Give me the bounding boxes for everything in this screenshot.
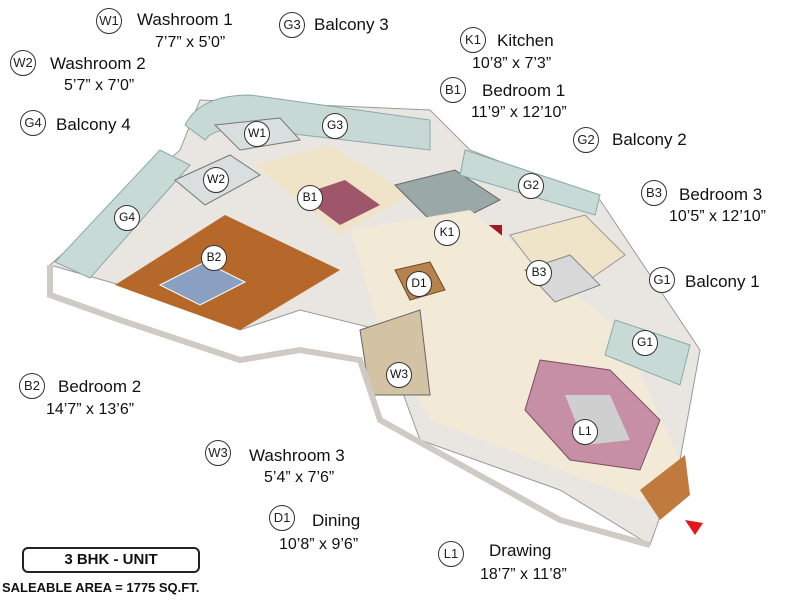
legend-name-g1: Balcony 1 [685,272,760,291]
legend-badge-k1: K1 [460,27,486,53]
kitchen-shape [394,169,501,231]
legend-name-g4: Balcony 4 [56,115,131,134]
legend-size-b1: 11’9” x 12’10” [471,104,567,121]
legend-name-d1: Dining [312,511,361,530]
legend-name-w3: Washroom 3 [249,446,345,465]
legend-badge-g1: G1 [649,267,675,293]
legend-badge-w1: W1 [96,8,122,34]
plan-marker-b1: B1 [297,185,323,211]
legend-name-b2: Bedroom 2 [58,377,142,396]
bedroom-2-bed [158,261,247,306]
plan-marker-w3: W3 [386,362,412,388]
legend-badge-b2: B2 [19,373,45,399]
legend-name-w2: Washroom 2 [50,54,146,73]
legend-size-b3: 10’5” x 12’10” [669,208,766,225]
legend-name-g3: Balcony 3 [314,15,389,34]
plan-marker-g2: G2 [518,173,544,199]
legend-name-b3: Bedroom 3 [679,185,763,204]
plan-marker-d1: D1 [406,271,432,297]
plan-marker-b2: B2 [201,245,227,271]
legend-badge-g3: G3 [279,12,305,38]
legend-name-b1: Bedroom 1 [482,81,566,100]
legend-size-w3: 5’4” x 7’6” [264,469,335,486]
legend-badge-g2: G2 [573,127,599,153]
plan-base-edge [47,265,651,548]
saleable-area-text: SALEABLE AREA = 1775 SQ.FT. [2,580,200,595]
plan-marker-g1: G1 [632,330,658,356]
legend-name-w1: Washroom 1 [137,10,233,29]
legend-name-k1: Kitchen [497,31,554,50]
entry-arrow-icon [685,520,703,535]
plan-marker-l1: L1 [572,419,598,445]
balcony-3-shape [184,94,431,151]
legend-size-w2: 5’7” x 7’0” [64,77,135,94]
legend-badge-b3: B3 [641,180,667,206]
plan-marker-w2: W2 [203,167,229,193]
legend-size-l1: 18’7” x 11’8” [480,566,567,583]
legend-badge-d1: D1 [269,505,295,531]
legend-size-b2: 14’7” x 13’6” [46,401,135,418]
legend-size-w1: 7’7” x 5’0” [155,34,226,51]
legend-name-l1: Drawing [489,541,552,560]
plan-marker-g3: G3 [322,113,348,139]
legend-badge-w2: W2 [10,50,36,76]
legend-badge-w3: W3 [205,440,231,466]
legend-size-k1: 10’8” x 7’3” [472,55,552,72]
legend-badge-l1: L1 [438,541,464,567]
main-door [640,455,690,520]
plan-marker-k1: K1 [434,220,460,246]
legend-badge-g4: G4 [20,110,46,136]
unit-title-box: 3 BHK - UNIT [22,547,200,573]
legend-badge-b1: B1 [440,77,466,103]
plan-marker-b3: B3 [526,260,552,286]
plan-marker-w1: W1 [244,121,270,147]
legend-name-g2: Balcony 2 [612,130,687,149]
bedroom-2-floor [115,215,340,330]
legend-size-d1: 10’8” x 9’6” [279,536,359,553]
plan-marker-g4: G4 [114,205,140,231]
